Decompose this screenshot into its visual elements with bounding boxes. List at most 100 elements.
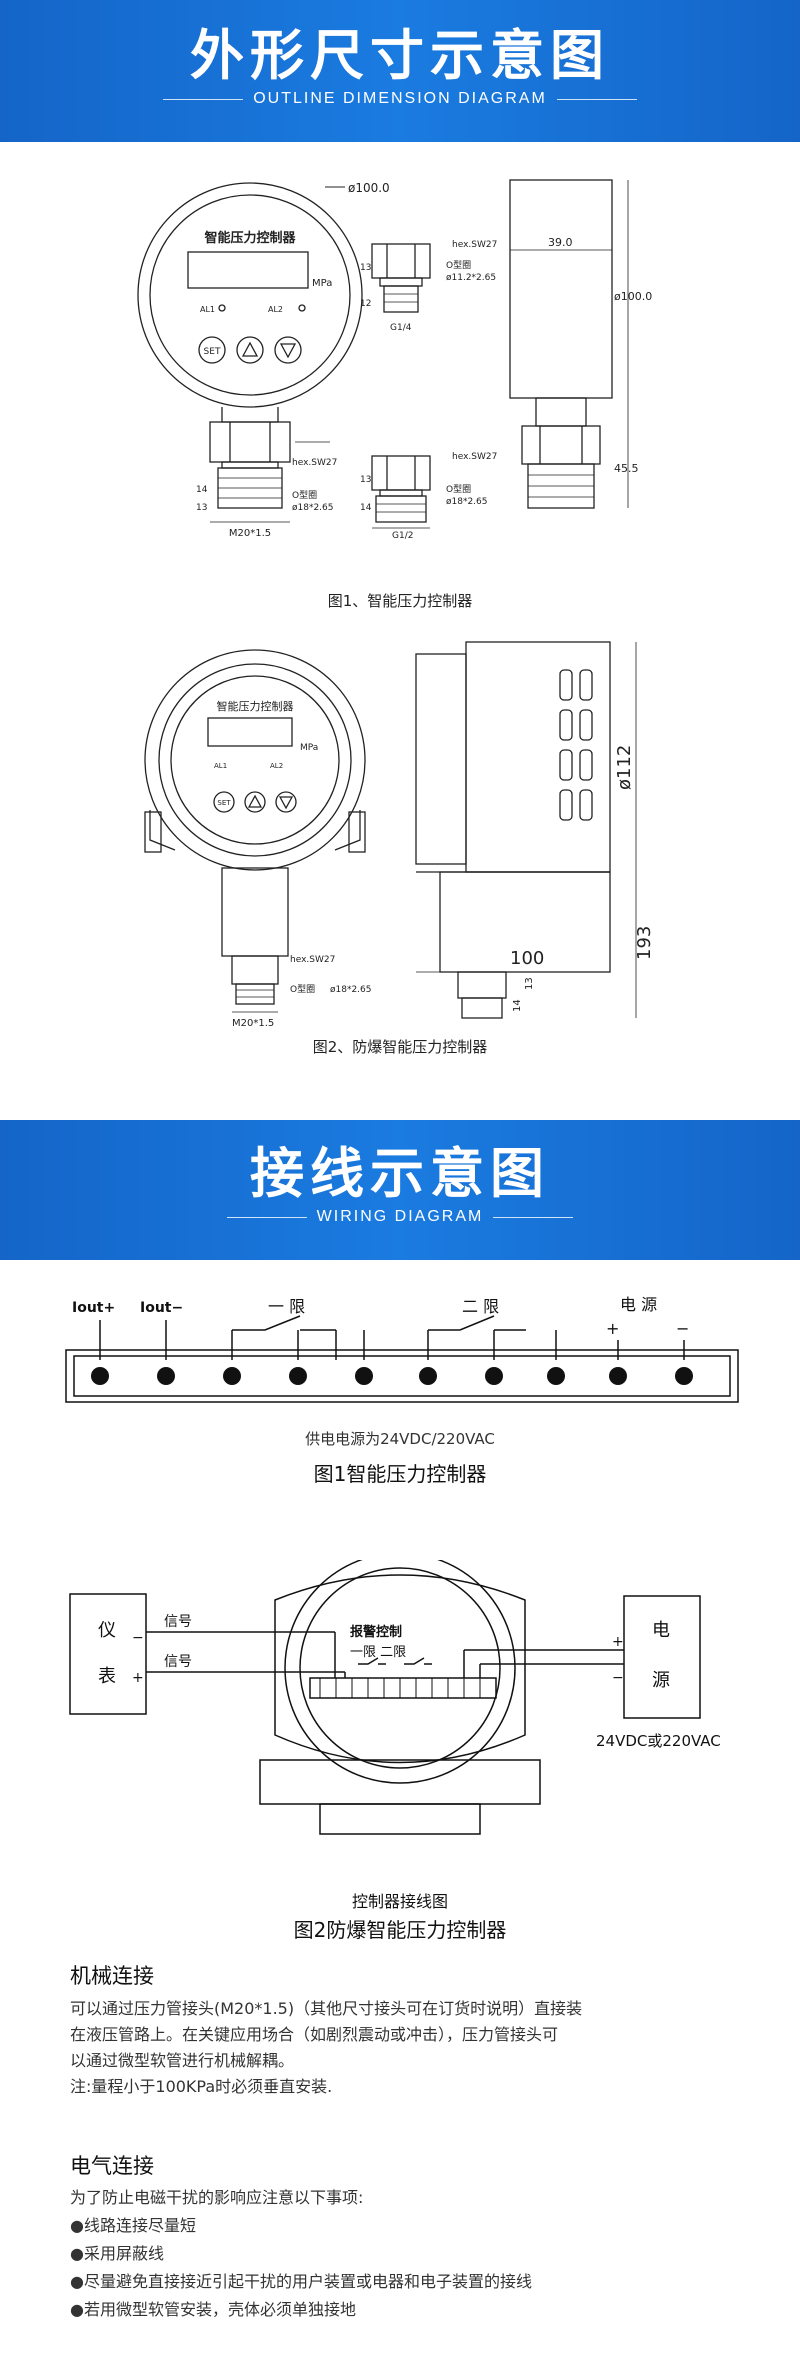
front-oring-label: ø18*2.65 [292, 503, 334, 513]
dim-height: 45.5 [614, 462, 639, 475]
alarm-label: 报警控制 [350, 1624, 402, 1640]
power-supply-label: 24VDC或220VAC [596, 1732, 721, 1750]
wiring2-caption: 图2防爆智能压力控制器 [293, 1918, 507, 1942]
front-thread-label: M20*1.5 [229, 528, 271, 539]
g14-hex-nut [371, 243, 431, 279]
g12-hex-nut [371, 455, 431, 491]
xp-set-button [213, 791, 235, 813]
figure1-drawing: ø100.0 智能压力控制器 MPa AL1 AL2 SET hex.SW27 … [137, 179, 652, 541]
xp-dim-193: 193 [634, 926, 655, 960]
xp-oring-title: O型圈 [290, 984, 315, 995]
front-hex-nut [209, 421, 291, 463]
xp-housing-base [259, 1759, 541, 1805]
up-button [236, 336, 264, 364]
g14-dim-12: 12 [360, 299, 371, 309]
xp-down-icon [278, 796, 294, 810]
wiring-subtitle-row: WIRING DIAGRAM [0, 1208, 800, 1226]
section-subtitle-row: OUTLINE DIMENSION DIAGRAM [0, 90, 800, 108]
g12-hex-label: hex.SW27 [452, 452, 497, 462]
mechanical-line: 在液压管路上。在关键应用场合（如剧烈震动或冲击），压力管接头可 [70, 2025, 559, 2044]
section-subtitle: OUTLINE DIMENSION DIAGRAM [253, 90, 547, 107]
xp-al1: AL1 [214, 762, 227, 770]
xp-hex-nut [231, 955, 279, 985]
lcd-display [187, 251, 309, 289]
figure2-caption: 图2、防爆智能压力控制器 [312, 1038, 488, 1056]
xp-side-body [465, 641, 611, 873]
electrical-item: ●尽量避免直接接近引起干扰的用户装置或电器和电子装置的接线 [70, 2272, 532, 2291]
xp-lcd-display [207, 717, 293, 747]
gauge-outer-ring [137, 182, 363, 408]
xp-terminal-pins [319, 1678, 481, 1698]
xp-housing [274, 1574, 526, 1764]
wiring-section-subtitle: WIRING DIAGRAM [316, 1208, 484, 1225]
g14-oring-title: O型圈 [446, 260, 471, 271]
figure1-caption: 图1、智能压力控制器 [327, 592, 473, 610]
g12-dim-13: 13 [360, 475, 371, 485]
mechanical-text: 可以通过压力管接头(M20*1.5)（其他尺寸接头可在订货时说明）直接装 在液压… [70, 1996, 750, 2100]
power-minus: − [676, 1319, 689, 1338]
al2-led-icon [298, 304, 306, 312]
al1-led-icon [218, 304, 226, 312]
xp-dim-13: 13 [524, 977, 535, 990]
section-title: 外形尺寸示意图 [190, 23, 610, 87]
g14-hex-label: hex.SW27 [452, 240, 497, 250]
power-plus: + [606, 1319, 619, 1338]
front-oring-title: O型圈 [292, 490, 317, 501]
iout-minus-label: Iout− [140, 1300, 183, 1316]
side-view-body [509, 179, 613, 399]
g12-oring-label: ø18*2.65 [446, 497, 488, 507]
terminal-block [65, 1349, 739, 1403]
mechanical-line: 以通过微型软管进行机械解耦。 [70, 2051, 295, 2070]
terminal-screws [91, 1367, 693, 1385]
iout-plus-label: Iout+ [72, 1300, 115, 1316]
down-triangle-icon [279, 343, 297, 359]
g14-oring-label: ø11.2*2.65 [446, 273, 496, 283]
front-dim-14: 14 [196, 485, 208, 495]
electrical-heading: 电气连接 [70, 2154, 154, 2178]
xp-unit: MPa [300, 743, 318, 753]
xp-dim-dia: ø112 [614, 745, 635, 790]
power-box [623, 1595, 701, 1719]
front-hex-label: hex.SW27 [292, 458, 337, 468]
gauge-inner-ring [149, 194, 351, 396]
electrical-intro: 为了防止电磁干扰的影响应注意以下事项: [70, 2188, 364, 2207]
g12-dim-14: 14 [360, 503, 372, 513]
xp-thread-label: M20*1.5 [232, 1018, 274, 1029]
svg-text:+: + [132, 1670, 144, 1686]
wiring1-supply: 供电电源为24VDC/220VAC [305, 1430, 495, 1448]
svg-text:+: + [612, 1634, 624, 1650]
power-label: 电 源 [620, 1295, 657, 1314]
al1-label: AL1 [200, 305, 215, 314]
xp-side-cover [415, 653, 467, 865]
meter-label-2: 表 [98, 1666, 116, 1687]
xp-hex-label: hex.SW27 [290, 955, 335, 965]
xp-al2: AL2 [270, 762, 283, 770]
limit1-label: 一 限 [268, 1297, 305, 1316]
xp-terminal-strip [309, 1677, 497, 1699]
electrical-item: ●若用微型软管安装，壳体必须单独接地 [70, 2300, 356, 2319]
section-banner-outline: 外形尺寸示意图 OUTLINE DIMENSION DIAGRAM [0, 0, 800, 142]
down-button [274, 336, 302, 364]
set-button [198, 336, 226, 364]
g14-dim-13: 13 [360, 263, 371, 273]
limits-label: 一限 二限 [350, 1645, 406, 1660]
limit2-label: 二 限 [462, 1297, 499, 1316]
xp-outer-ring [144, 649, 366, 871]
electrical-item: ●线路连接尽量短 [70, 2216, 196, 2235]
svg-text:−: − [132, 1630, 144, 1646]
xp-up-icon [247, 794, 263, 808]
meter-box [69, 1593, 147, 1715]
signal1-label: 信号 [164, 1614, 192, 1630]
dim-width: 39.0 [548, 236, 573, 249]
power-box-label-2: 源 [652, 1670, 670, 1691]
meter-label-1: 仪 [98, 1620, 116, 1641]
up-triangle-icon [241, 341, 259, 357]
wiring1-caption: 图1智能压力控制器 [313, 1462, 487, 1486]
signal2-label: 信号 [164, 1654, 192, 1670]
xp-down-button [275, 791, 297, 813]
front-dim-13: 13 [196, 503, 207, 513]
switch2-icon [428, 1315, 526, 1331]
dim-dia-top: ø100.0 [348, 181, 390, 195]
xp-up-button [244, 791, 266, 813]
al2-label: AL2 [268, 305, 283, 314]
